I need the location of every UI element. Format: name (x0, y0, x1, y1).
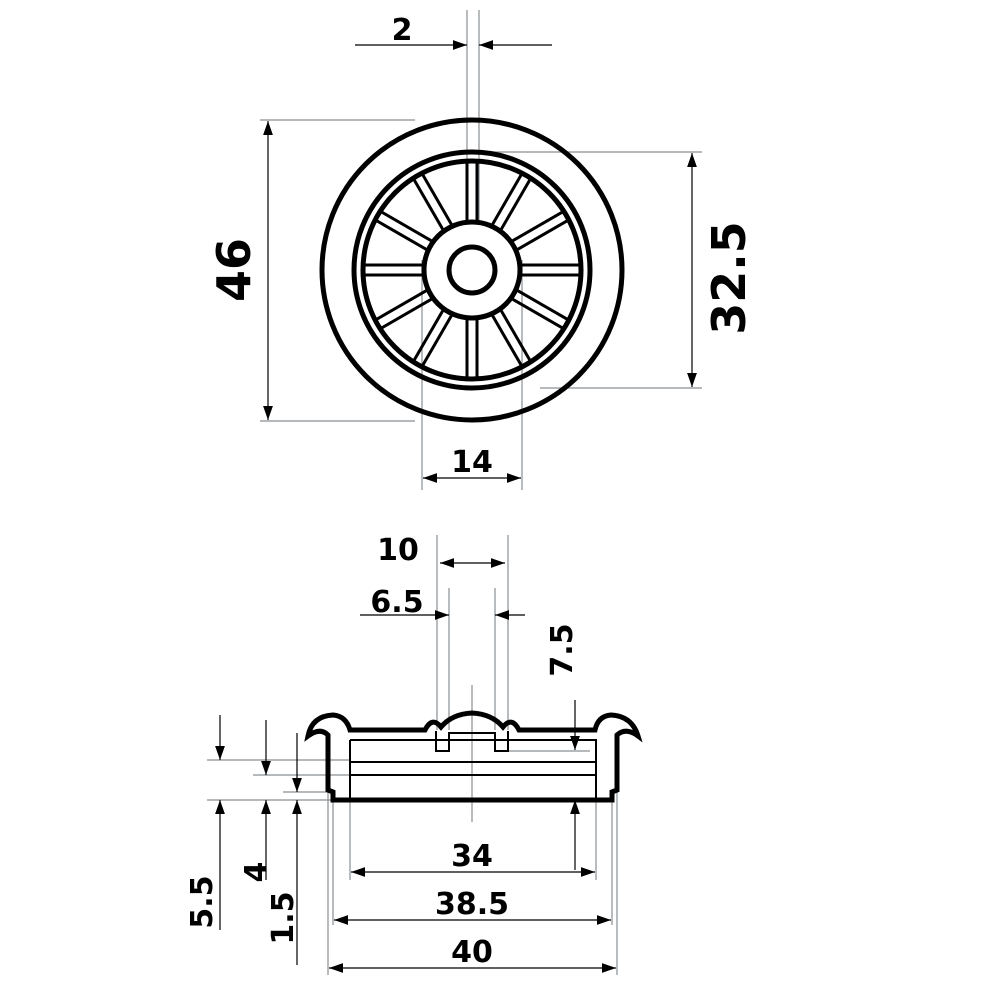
spoke-edge (412, 306, 446, 362)
cap-profile (304, 710, 643, 803)
dim-label-14: 14 (451, 445, 493, 480)
axle-hole (446, 244, 498, 296)
dim-label-10: 10 (377, 533, 419, 568)
wheel (319, 117, 625, 423)
inner-rim (351, 149, 593, 391)
dimension-14: 14 (423, 445, 521, 483)
dim-label-2: 2 (392, 13, 413, 48)
spoke-ring (360, 158, 584, 382)
dimension-7-5: 7.5 (545, 623, 580, 870)
side-view: 10 6.5 7.5 5.5 4 1.5 34 (185, 533, 643, 975)
spoke-edge (380, 210, 436, 244)
dim-label-6-5: 6.5 (370, 585, 423, 620)
spoke-edge (489, 173, 523, 229)
dimension-10: 10 (377, 533, 505, 568)
spoke-edge (412, 178, 446, 234)
dim-label-5-5: 5.5 (185, 875, 220, 928)
spoke-edge (375, 287, 431, 321)
spoke-edge (421, 311, 455, 367)
spoke-edge (498, 178, 532, 234)
hub (421, 219, 523, 321)
dimension-38-5: 38.5 (334, 887, 611, 925)
outer-rim (319, 117, 625, 423)
dimension-34: 34 (351, 839, 595, 877)
dim-label-38-5: 38.5 (435, 887, 509, 922)
dim-label-40: 40 (451, 935, 493, 970)
dimension-6-5: 6.5 (360, 585, 525, 620)
spoke-edge (508, 210, 564, 244)
spoke-edge (380, 296, 436, 330)
dim-label-7-5: 7.5 (545, 623, 580, 676)
dimension-46: 46 (207, 121, 273, 420)
dim-label-34: 34 (451, 839, 493, 874)
dim-label-4: 4 (239, 862, 274, 883)
dimension-5-5: 5.5 (185, 715, 225, 930)
spoke-edge (489, 311, 523, 367)
dim-label-46: 46 (207, 238, 261, 302)
dimension-4: 4 (239, 720, 274, 882)
dimension-2: 2 (355, 13, 552, 50)
top-view: 2 46 32.5 14 (207, 10, 756, 490)
dimension-1-5: 1.5 (266, 733, 302, 965)
spoke-edge (375, 219, 431, 253)
spoke-edge (421, 173, 455, 229)
spoke-edge (508, 296, 564, 330)
dim-label-1-5: 1.5 (266, 891, 301, 944)
dim-label-32-5: 32.5 (702, 221, 756, 335)
spoke-edge (513, 287, 569, 321)
spokes (364, 162, 580, 378)
spoke-edge (513, 219, 569, 253)
dimension-40: 40 (329, 935, 616, 973)
spoke-edge (498, 306, 532, 362)
dimension-32-5: 32.5 (687, 153, 756, 387)
